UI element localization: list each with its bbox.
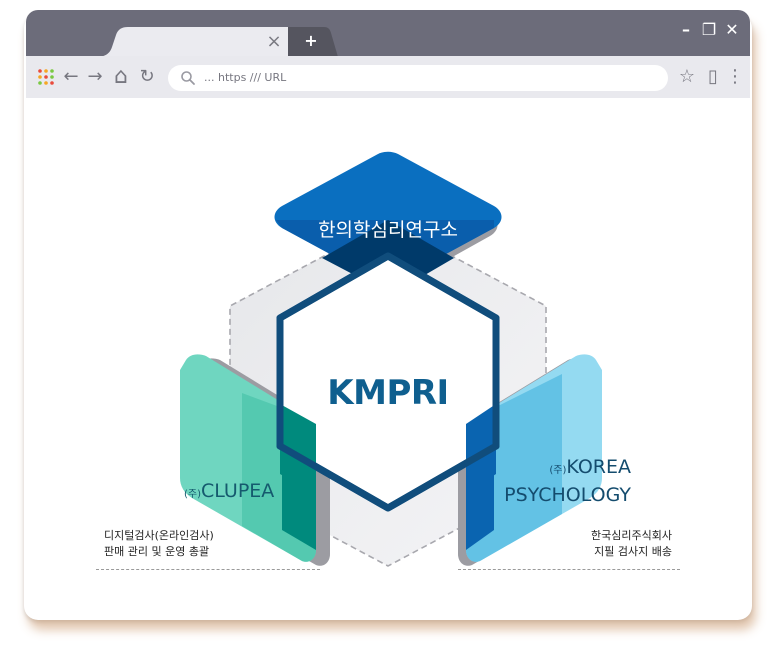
apps-grid-icon[interactable] [38, 69, 54, 85]
menu-kebab-icon[interactable]: ⋮ [726, 66, 744, 87]
right-prefix: (주) [549, 465, 567, 476]
address-bar[interactable]: ... https /// URL [168, 65, 668, 91]
top-title: 한의학심리연구소 [318, 219, 458, 241]
left-desc-line1: 디지털검사(온라인검사) [104, 529, 214, 542]
forward-arrow-icon[interactable]: → [87, 66, 103, 87]
left-name: CLUPEA [201, 480, 275, 502]
restore-icon[interactable]: ❐ [701, 20, 717, 39]
overlap-right-inner [466, 404, 496, 494]
left-title: (주)CLUPEA [184, 480, 274, 502]
left-prefix: (주) [184, 489, 202, 500]
right-title: (주)KOREA PSYCHOLOGY [451, 455, 631, 507]
search-icon [181, 71, 195, 85]
active-tab[interactable] [96, 27, 336, 57]
tab-close-icon[interactable]: × [266, 31, 282, 52]
close-icon[interactable]: ✕ [725, 20, 739, 39]
page-content: KMPRI 한의학심리연구소 (주)CLUPEA (주)KOREA PSYCHO… [26, 98, 750, 618]
home-icon[interactable]: ⌂ [114, 64, 128, 89]
org-diagram [180, 151, 602, 567]
left-description: 디지털검사(온라인검사) 판매 관리 및 운영 총괄 [104, 528, 214, 560]
right-name-line2: PSYCHOLOGY [504, 484, 631, 506]
overlap-left-inner [280, 404, 316, 494]
page-icon[interactable]: ▯ [708, 66, 718, 87]
center-hexagon-outline [276, 252, 500, 512]
right-name-line1: KOREA [566, 456, 631, 478]
left-desc-line2: 판매 관리 및 운영 총괄 [104, 545, 210, 558]
reload-icon[interactable]: ↻ [139, 66, 155, 87]
back-arrow-icon[interactable]: ← [63, 66, 79, 87]
right-description: 한국심리주식회사 지필 검사지 배송 [506, 528, 672, 560]
new-tab-shape [288, 27, 338, 57]
left-divider [96, 569, 320, 570]
right-desc-line1: 한국심리주식회사 [591, 529, 672, 542]
right-divider [458, 569, 680, 570]
url-text: ... https /// URL [204, 71, 287, 84]
title-bar: × + – ❐ ✕ [26, 10, 750, 57]
center-title: KMPRI [327, 373, 449, 413]
minimize-icon[interactable]: – [682, 20, 690, 39]
browser-window: × + – ❐ ✕ ← → ⌂ ↻ ... https /// URL ☆ ▯ … [26, 10, 750, 618]
bookmark-star-icon[interactable]: ☆ [678, 66, 696, 87]
new-tab-button[interactable]: + [304, 31, 318, 50]
right-desc-line2: 지필 검사지 배송 [594, 545, 672, 558]
browser-toolbar: ← → ⌂ ↻ ... https /// URL ☆ ▯ ⋮ [26, 56, 750, 98]
